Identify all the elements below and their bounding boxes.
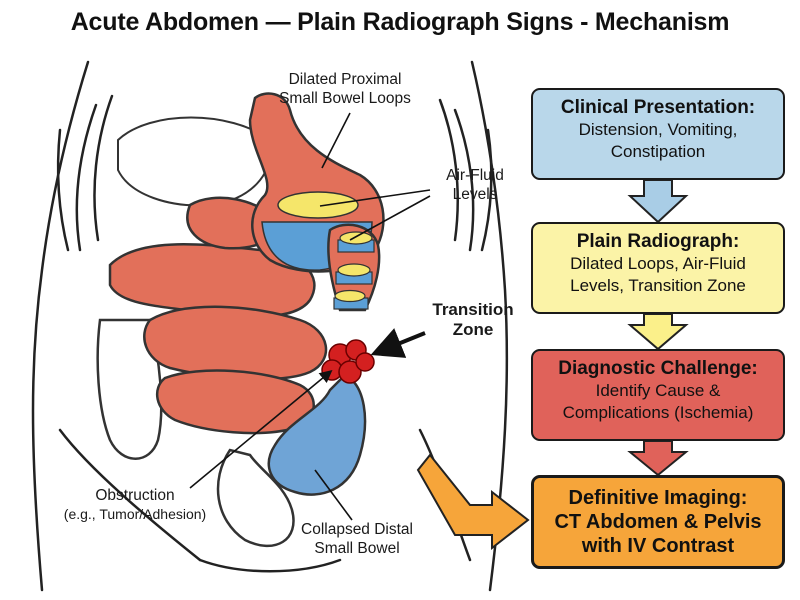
obstruction-mass [321, 339, 375, 384]
box-text: Identify Cause & [595, 381, 721, 400]
air-fluid-levels [327, 223, 381, 312]
label-obstruction: Obstruction(e.g., Tumor/Adhesion) [63, 487, 207, 522]
box-text: with IV Contrast [581, 535, 735, 557]
leader-collapsed [314, 469, 353, 521]
box-heading: Diagnostic Challenge: [558, 358, 758, 379]
sigmoid-colon [216, 448, 295, 548]
box-heading: Plain Radiograph: [576, 231, 740, 252]
box-heading: Clinical Presentation: [560, 97, 756, 118]
leader-dilated [321, 112, 351, 169]
liver [117, 116, 272, 207]
ascending-colon [96, 318, 163, 460]
box-clinical-presentation: Clinical Presentation: Distension, Vomit… [531, 88, 785, 180]
box-plain-radiograph: Plain Radiograph: Dilated Loops, Air-Flu… [531, 222, 785, 314]
collapsed-bowel [267, 373, 367, 496]
box-heading: Definitive Imaging: [568, 487, 748, 509]
flow-arrow-3 [627, 440, 689, 477]
leader-airfluid-a [319, 189, 431, 207]
transition-arrow [370, 328, 426, 358]
flow-arrow-2 [627, 313, 689, 351]
flow-arrow-1 [627, 179, 689, 224]
box-text: Distension, Vomiting, [578, 120, 738, 139]
box-diagnostic-challenge: Diagnostic Challenge: Identify Cause & C… [531, 349, 785, 441]
leader-obstruction [189, 369, 333, 489]
leader-airfluid-b [349, 195, 431, 241]
box-definitive-imaging: Definitive Imaging: CT Abdomen & Pelvis … [531, 475, 785, 569]
box-text: Complications (Ischemia) [562, 403, 754, 422]
box-text: Constipation [610, 142, 706, 161]
page-title: Acute Abdomen — Plain Radiograph Signs -… [70, 8, 730, 36]
flow-arrow-imaging [416, 453, 530, 551]
box-text: CT Abdomen & Pelvis [554, 511, 762, 533]
box-text: Levels, Transition Zone [570, 276, 746, 295]
box-text: Dilated Loops, Air-Fluid [570, 254, 746, 273]
